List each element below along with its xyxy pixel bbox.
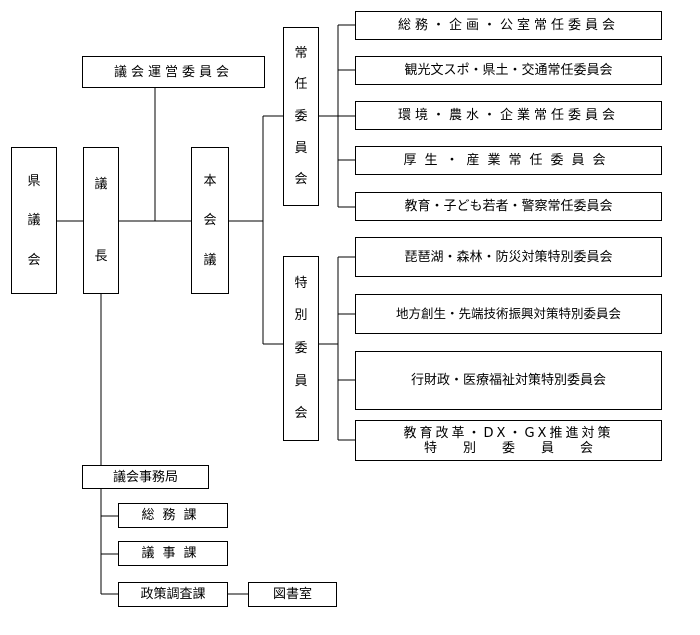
prefectural-assembly-box: 県 議 会 [11, 147, 57, 294]
secretariat-section-box: 議事課 [118, 541, 228, 566]
special-committees-char: 会 [294, 406, 308, 422]
standing-committees-char: 任 [294, 77, 308, 93]
steering-committee-label: 議会運営委員会 [113, 64, 233, 80]
standing-committees-char: 常 [294, 45, 308, 61]
standing-committee-label: 厚生・産業常任委員会 [403, 153, 614, 168]
special-committee-item: 地方創生・先端技術振興対策特別委員会 [355, 294, 662, 334]
prefectural-assembly-char: 県 [27, 173, 41, 189]
standing-committees-char: 会 [294, 172, 308, 188]
standing-committee-label: 総務・企画・公室常任委員会 [397, 18, 619, 33]
secretariat-box: 議会事務局 [82, 465, 209, 489]
section-label: 政策調査課 [140, 587, 206, 602]
special-committee-label-line1: 教育改革・DX・GX推進対策 [403, 425, 614, 441]
special-committee-label-line2: 特別委員会 [423, 440, 619, 456]
plenary-char: 本 [203, 173, 217, 189]
special-committees-box: 特 別 委 員 会 [283, 256, 319, 441]
special-committee-item: 行財政・医療福祉対策特別委員会 [355, 351, 662, 410]
standing-committee-item: 厚生・産業常任委員会 [355, 146, 662, 175]
special-committee-item: 琵琶湖・森林・防災対策特別委員会 [355, 237, 662, 277]
standing-committee-label: 教育・子ども若者・警察常任委員会 [404, 199, 613, 214]
standing-committee-label: 環境・農水・企業常任委員会 [397, 108, 619, 123]
special-committee-item: 教育改革・DX・GX推進対策 特別委員会 [355, 420, 662, 461]
special-committees-char: 別 [294, 308, 308, 324]
plenary-session-box: 本 会 議 [191, 147, 229, 294]
standing-committees-box: 常 任 委 員 会 [283, 27, 319, 206]
standing-committee-item: 教育・子ども若者・警察常任委員会 [355, 192, 662, 221]
special-committees-char: 委 [294, 340, 308, 356]
section-label: 議事課 [141, 546, 205, 561]
standing-committee-item: 観光文スポ・県土・交通常任委員会 [355, 56, 662, 85]
plenary-char: 議 [203, 252, 217, 268]
chairman-char: 長 [94, 249, 108, 265]
standing-committee-item: 総務・企画・公室常任委員会 [355, 11, 662, 40]
chairman-box: 議 長 [83, 147, 119, 294]
section-label: 総務課 [141, 508, 205, 523]
library-box: 図書室 [248, 582, 337, 607]
standing-committees-char: 員 [294, 140, 308, 156]
secretariat-section-box: 総務課 [118, 503, 228, 528]
plenary-char: 会 [203, 213, 217, 228]
special-committee-label: 行財政・医療福祉対策特別委員会 [410, 373, 606, 388]
special-committees-char: 特 [294, 275, 308, 291]
special-committees-char: 員 [294, 373, 308, 389]
library-label: 図書室 [272, 587, 312, 602]
standing-committees-char: 委 [294, 108, 308, 124]
prefectural-assembly-char: 会 [27, 252, 41, 268]
steering-committee-box: 議会運営委員会 [82, 56, 265, 88]
special-committee-label: 琵琶湖・森林・防災対策特別委員会 [404, 249, 613, 265]
special-committee-label: 地方創生・先端技術振興対策特別委員会 [395, 305, 621, 321]
secretariat-section-box: 政策調査課 [118, 582, 228, 607]
prefectural-assembly-char: 議 [27, 213, 41, 228]
standing-committee-item: 環境・農水・企業常任委員会 [355, 101, 662, 130]
chairman-char: 議 [94, 176, 108, 192]
standing-committee-label: 観光文スポ・県土・交通常任委員会 [404, 63, 613, 78]
secretariat-label: 議会事務局 [112, 469, 178, 485]
